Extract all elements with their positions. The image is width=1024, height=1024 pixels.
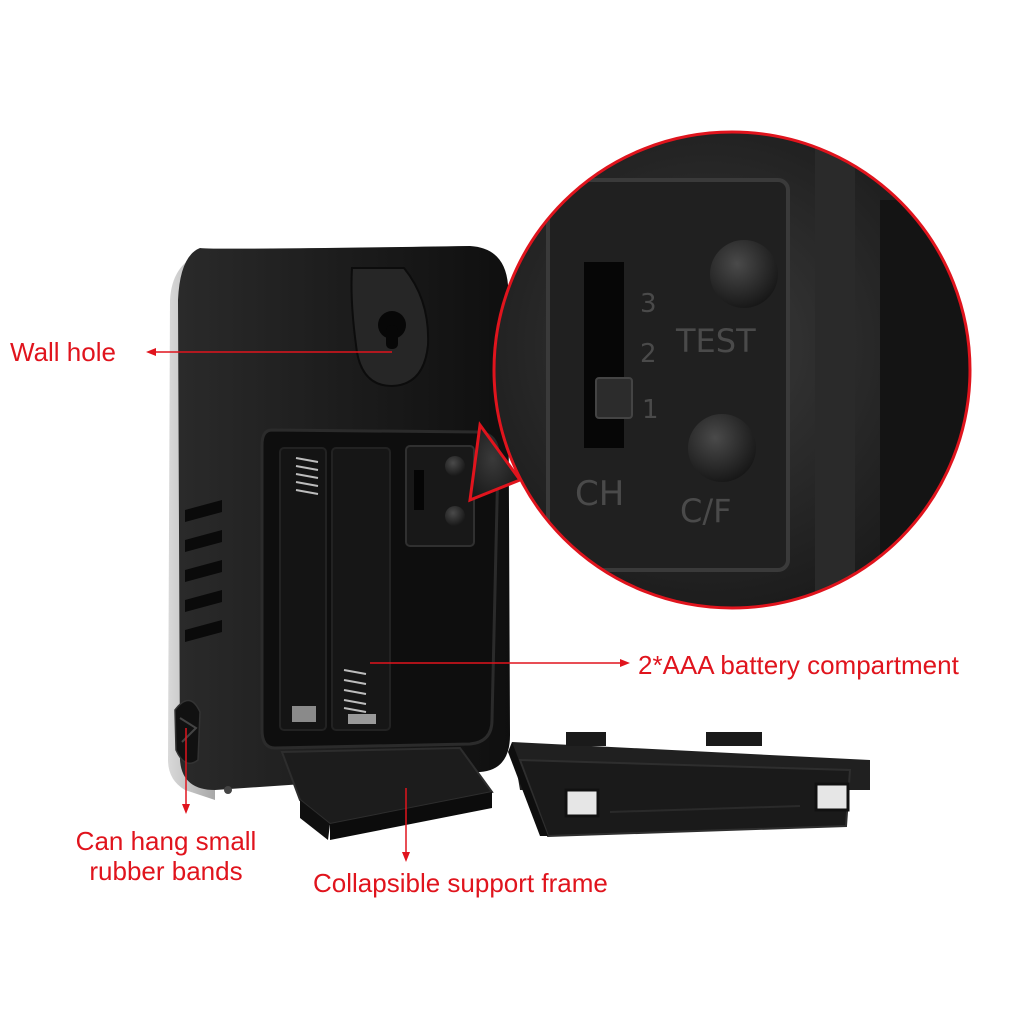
battery-terminal <box>292 706 316 722</box>
battery-slot-right <box>331 447 391 731</box>
channel-label: CH <box>575 474 624 514</box>
battery-terminal <box>348 714 376 724</box>
cf-label: C/F <box>680 492 732 530</box>
test-label: TEST <box>675 322 756 360</box>
support-frame-label: Collapsible support frame <box>313 868 608 898</box>
rubber-bands-label-line2: rubber bands <box>89 856 243 886</box>
channel-label-3: 3 <box>640 289 657 319</box>
channel-switch-knob <box>595 377 633 419</box>
side-vents <box>185 500 222 642</box>
battery-compartment <box>260 428 500 750</box>
cover-latch-left <box>564 788 600 818</box>
test-button <box>710 240 778 308</box>
channel-switch-slot <box>584 262 624 448</box>
channel-label-1: 1 <box>642 395 659 425</box>
battery-spring-top <box>295 457 367 713</box>
rubber-bands-label: Can hang small rubber bands <box>56 826 276 886</box>
zoom-bubble: 3 2 1 CH TEST C/F <box>468 130 972 610</box>
channel-label-2: 2 <box>640 339 657 369</box>
cf-button <box>688 414 756 482</box>
wall-hole <box>350 267 430 388</box>
rubber-bands-label-line1: Can hang small <box>75 826 257 856</box>
callout-arrows <box>146 348 630 862</box>
device-body <box>168 246 510 840</box>
wall-hole-label: Wall hole <box>10 337 116 367</box>
battery-slot-left <box>279 447 327 731</box>
battery-compartment-label: 2*AAA battery compartment <box>638 650 959 680</box>
cover-latch-right <box>814 782 850 812</box>
collapsible-stand <box>280 746 494 840</box>
rubber-band-hook <box>174 699 201 765</box>
battery-cover <box>508 732 870 838</box>
